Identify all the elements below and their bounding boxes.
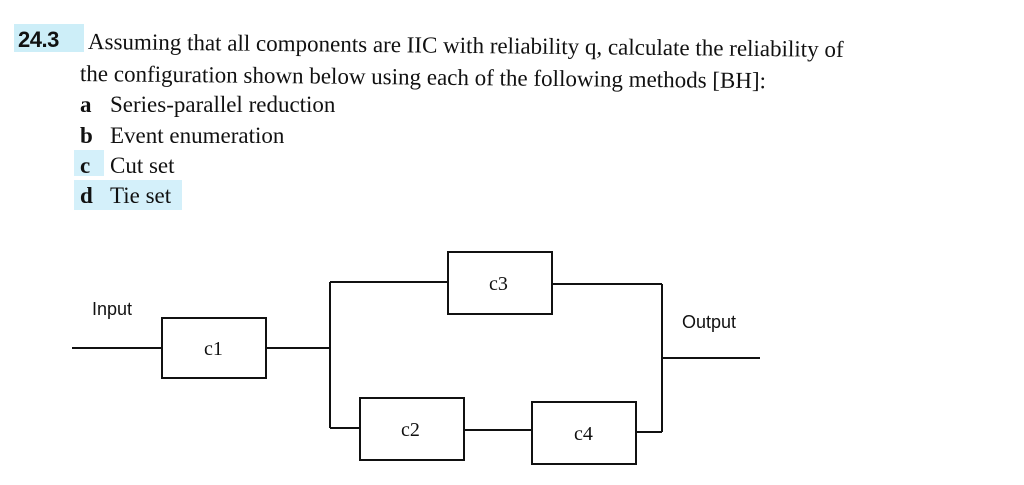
- method-item-c: c Cut set: [80, 154, 175, 177]
- method-c-highlight: [74, 150, 104, 176]
- component-c4-label: c4: [574, 423, 593, 445]
- method-item-a: a Series-parallel reduction: [80, 93, 335, 116]
- method-key: b: [80, 123, 93, 148]
- method-label: Series-parallel reduction: [110, 92, 336, 117]
- method-label: Cut set: [110, 153, 175, 178]
- component-c1-label: c1: [204, 338, 223, 360]
- method-item-b: b Event enumeration: [80, 124, 284, 147]
- method-key: d: [80, 183, 93, 208]
- component-c3-label: c3: [489, 273, 508, 295]
- method-item-d: d Tie set: [80, 184, 171, 207]
- method-key: a: [80, 92, 92, 117]
- problem-number: 24.3: [18, 27, 59, 52]
- problem-number-highlight: [14, 24, 84, 52]
- method-label: Tie set: [110, 183, 172, 208]
- method-d-highlight: [74, 180, 182, 210]
- method-key: c: [80, 153, 91, 178]
- output-label: Output: [682, 312, 736, 332]
- method-label: Event enumeration: [110, 123, 285, 148]
- input-label: Input: [92, 299, 132, 319]
- component-c2-label: c2: [401, 419, 420, 441]
